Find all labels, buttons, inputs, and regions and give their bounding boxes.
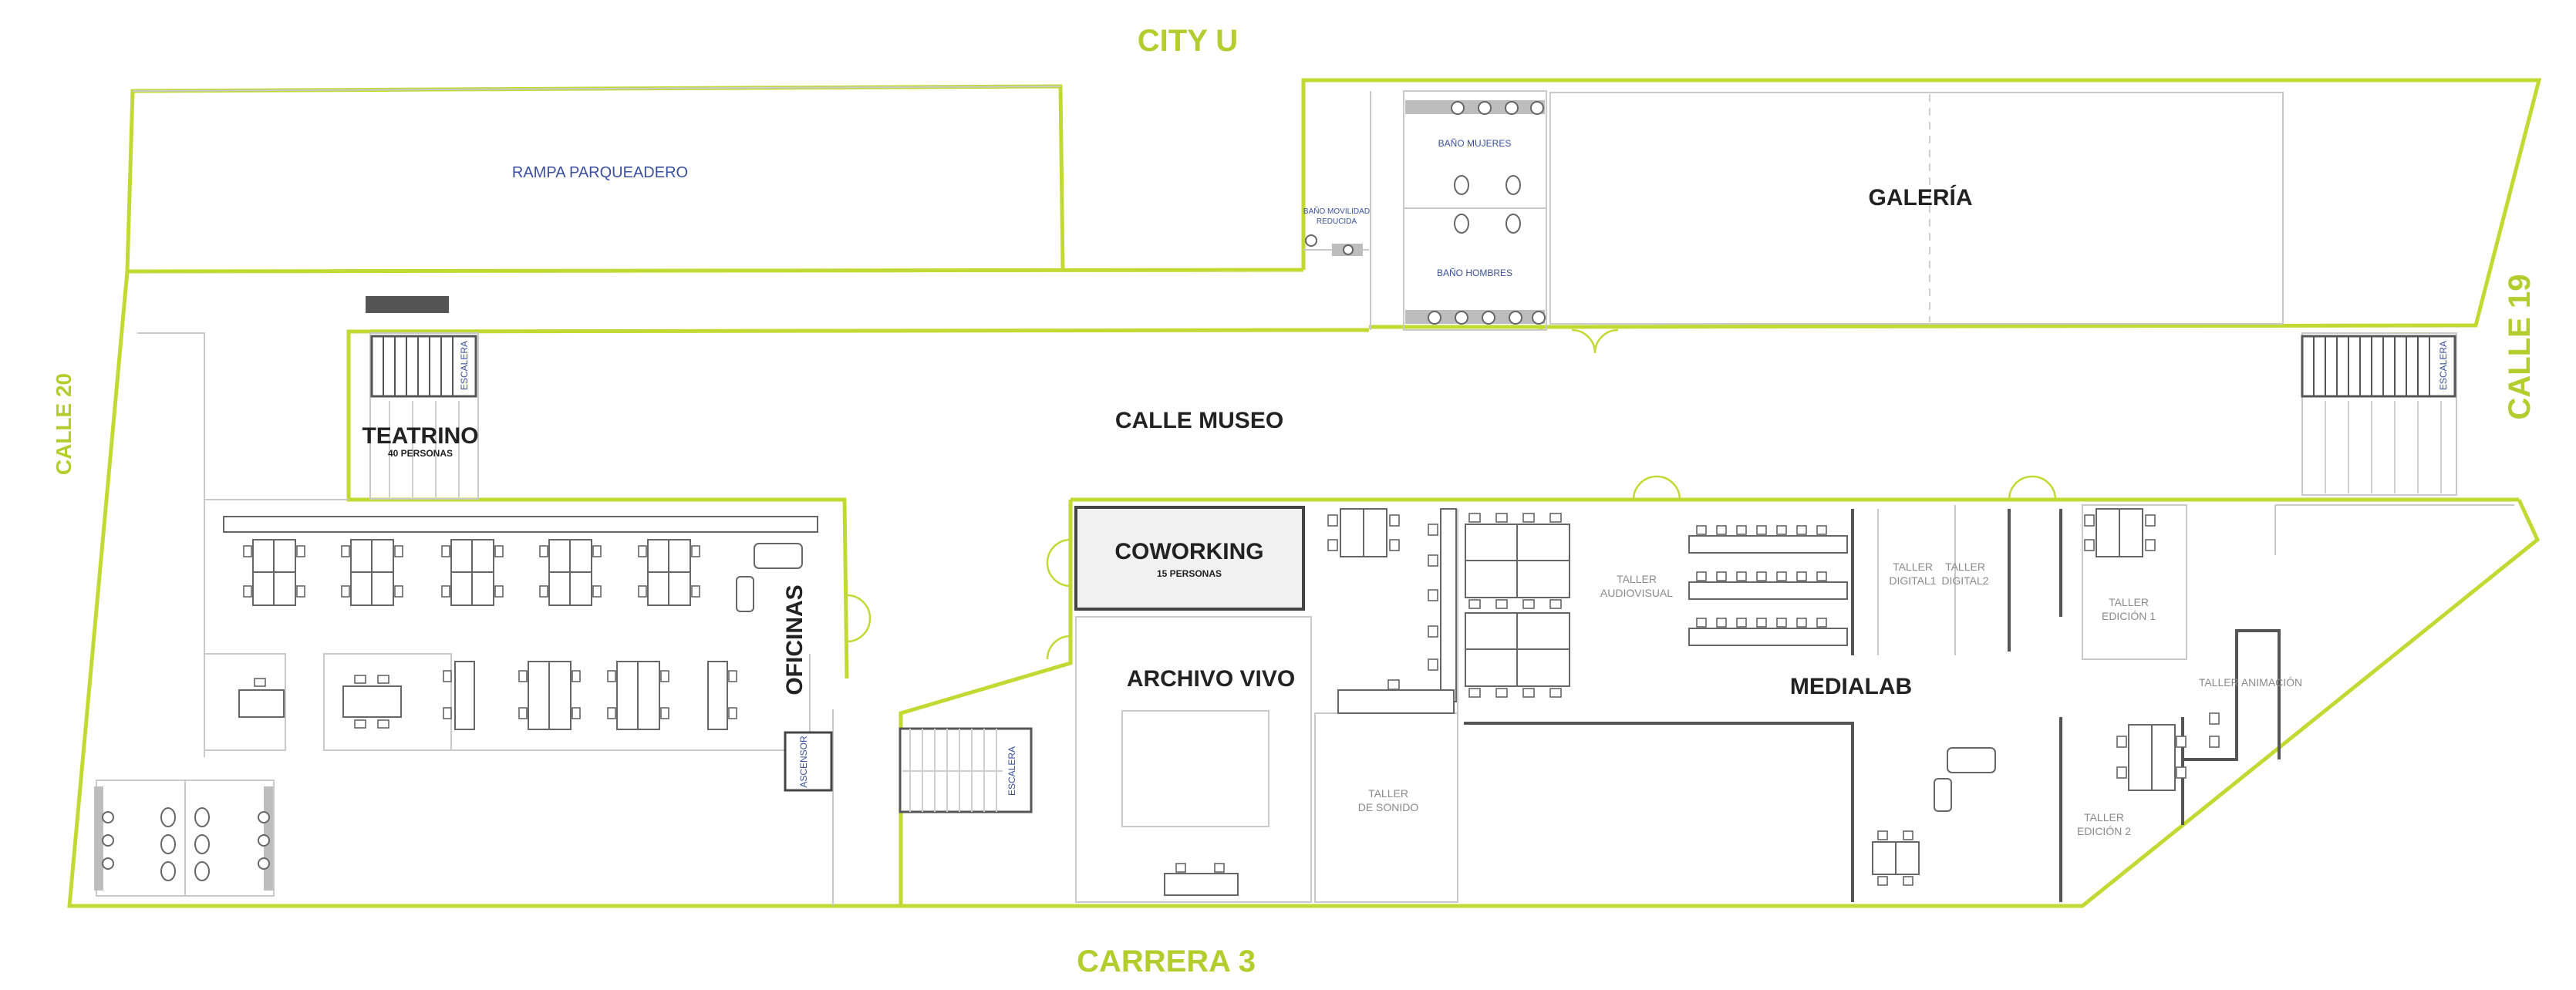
label-oficinas: OFICINAS bbox=[782, 584, 808, 695]
elevator bbox=[784, 731, 833, 792]
label-banio-hombres: BAÑO HOMBRES bbox=[1437, 268, 1512, 278]
teatrino-rows bbox=[389, 401, 460, 497]
audiovisual-tables bbox=[1465, 513, 1570, 698]
stairs-label-teatrino: ESCALERA bbox=[459, 341, 470, 390]
label-taller-digital1-2: DIGITAL1 bbox=[1889, 574, 1936, 587]
stairs-archivo: ESCALERA bbox=[899, 727, 1033, 813]
label-taller-sonido-2: DE SONIDO bbox=[1358, 801, 1419, 813]
street-label-north: CITY U bbox=[1138, 24, 1238, 58]
dark-walls bbox=[366, 296, 2281, 902]
label-taller-digital1-1: TALLER bbox=[1893, 561, 1933, 573]
label-taller-animacion: TALLER ANIMACIÓN bbox=[2199, 676, 2302, 689]
desk-cluster-3 bbox=[450, 539, 494, 606]
street-label-south: CARRERA 3 bbox=[1077, 945, 1256, 978]
stairs-teatrino: ESCALERA bbox=[370, 335, 477, 398]
door-swings bbox=[846, 328, 2057, 660]
label-taller-digital2-1: TALLER bbox=[1945, 561, 1985, 573]
coworking-room bbox=[1074, 506, 1305, 611]
label-teatrino-capacity: 40 PERSONAS bbox=[388, 448, 453, 459]
label-teatrino: TEATRINO bbox=[362, 423, 478, 449]
label-taller-sonido-1: TALLER bbox=[1368, 787, 1408, 800]
label-coworking-capacity: 15 PERSONAS bbox=[1157, 568, 1222, 579]
label-taller-audiovisual-2: AUDIOVISUAL bbox=[1600, 587, 1673, 599]
label-taller-digital2-2: DIGITAL2 bbox=[1941, 574, 1988, 587]
digital-lab-benches bbox=[1688, 525, 1848, 646]
stairs-label-archivo: ESCALERA bbox=[1006, 746, 1017, 796]
label-taller-edicion2-1: TALLER bbox=[2084, 811, 2124, 823]
label-taller-edicion1-1: TALLER bbox=[2109, 596, 2149, 608]
desk-cluster-1 bbox=[252, 539, 296, 606]
label-calle-museo: CALLE MUSEO bbox=[1115, 408, 1283, 433]
label-banio-mujeres: BAÑO MUJERES bbox=[1438, 138, 1512, 149]
elevator-label: ASCENSOR bbox=[798, 736, 809, 788]
street-label-west: CALLE 20 bbox=[52, 373, 76, 475]
stairs-east: ESCALERA bbox=[2301, 335, 2456, 493]
label-coworking: COWORKING bbox=[1114, 539, 1263, 564]
label-taller-edicion1-2: EDICIÓN 1 bbox=[2102, 610, 2156, 622]
street-label-east: CALLE 19 bbox=[2503, 274, 2537, 420]
desk-cluster-2 bbox=[350, 539, 394, 606]
label-galeria: GALERÍA bbox=[1869, 184, 1973, 210]
stairs-label-east: ESCALERA bbox=[2438, 341, 2449, 390]
cowork-tables bbox=[1327, 508, 1457, 714]
label-rampa: RAMPA PARQUEADERO bbox=[512, 164, 688, 181]
label-taller-audiovisual-1: TALLER bbox=[1617, 573, 1657, 585]
label-banio-movilidad-1: BAÑO MOVILIDAD bbox=[1303, 206, 1370, 216]
toilet-fixtures-west bbox=[102, 807, 270, 881]
edicion-tables bbox=[1872, 508, 2220, 886]
desk-cluster-4 bbox=[548, 539, 592, 606]
desk-cluster-5 bbox=[647, 539, 691, 606]
label-archivo-vivo: ARCHIVO VIVO bbox=[1127, 666, 1295, 692]
label-taller-edicion2-2: EDICIÓN 2 bbox=[2077, 825, 2131, 837]
archivo-desk bbox=[1164, 863, 1239, 896]
office-furniture bbox=[223, 516, 818, 730]
toilet-fixtures-upper bbox=[1305, 101, 1546, 325]
label-medialab: MEDIALAB bbox=[1790, 674, 1912, 699]
label-banio-movilidad-2: REDUCIDA bbox=[1317, 217, 1357, 226]
